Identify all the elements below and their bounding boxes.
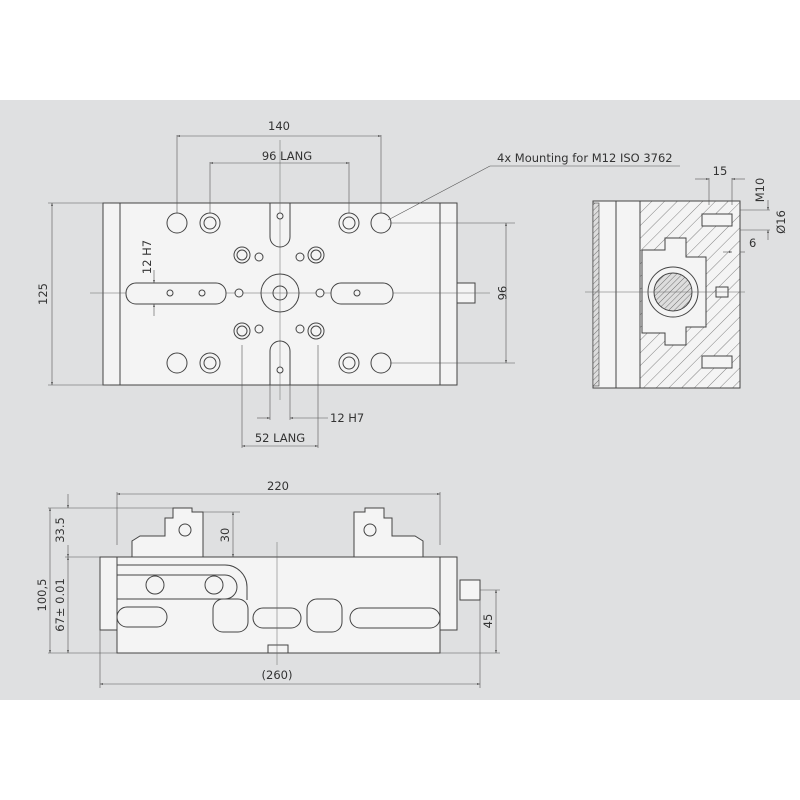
dim-96: 96 xyxy=(495,286,509,301)
dim-52-lang: 52 LANG xyxy=(255,431,305,445)
dim-140: 140 xyxy=(268,119,290,133)
dim-220: 220 xyxy=(267,479,289,493)
dim-12h7-left: 12 H7 xyxy=(140,240,154,274)
dim-45: 45 xyxy=(481,614,495,629)
dim-260: (260) xyxy=(262,668,293,682)
dim-m10: M10 xyxy=(753,178,767,203)
top-view: 140 96 LANG 125 96 12 H7 12 H7 52 LANG 4… xyxy=(36,119,680,448)
dim-125: 125 xyxy=(36,283,50,305)
dim-15: 15 xyxy=(713,164,728,178)
dim-6: 6 xyxy=(749,236,756,250)
dim-96-lang: 96 LANG xyxy=(262,149,312,163)
section-view: 15 M10 Ø16 6 xyxy=(585,164,788,389)
dim-12h7-bottom: 12 H7 xyxy=(330,411,364,425)
front-view: 220 33.5 30 100,5 67± 0.01 45 (260) xyxy=(35,479,500,688)
dim-30: 30 xyxy=(218,528,232,543)
dim-d16: Ø16 xyxy=(774,210,788,234)
dim-67: 67± 0.01 xyxy=(53,578,67,632)
mounting-callout: 4x Mounting for M12 ISO 3762 xyxy=(497,151,673,165)
dim-33-5: 33.5 xyxy=(53,517,67,543)
dim-100-5: 100,5 xyxy=(35,579,49,612)
